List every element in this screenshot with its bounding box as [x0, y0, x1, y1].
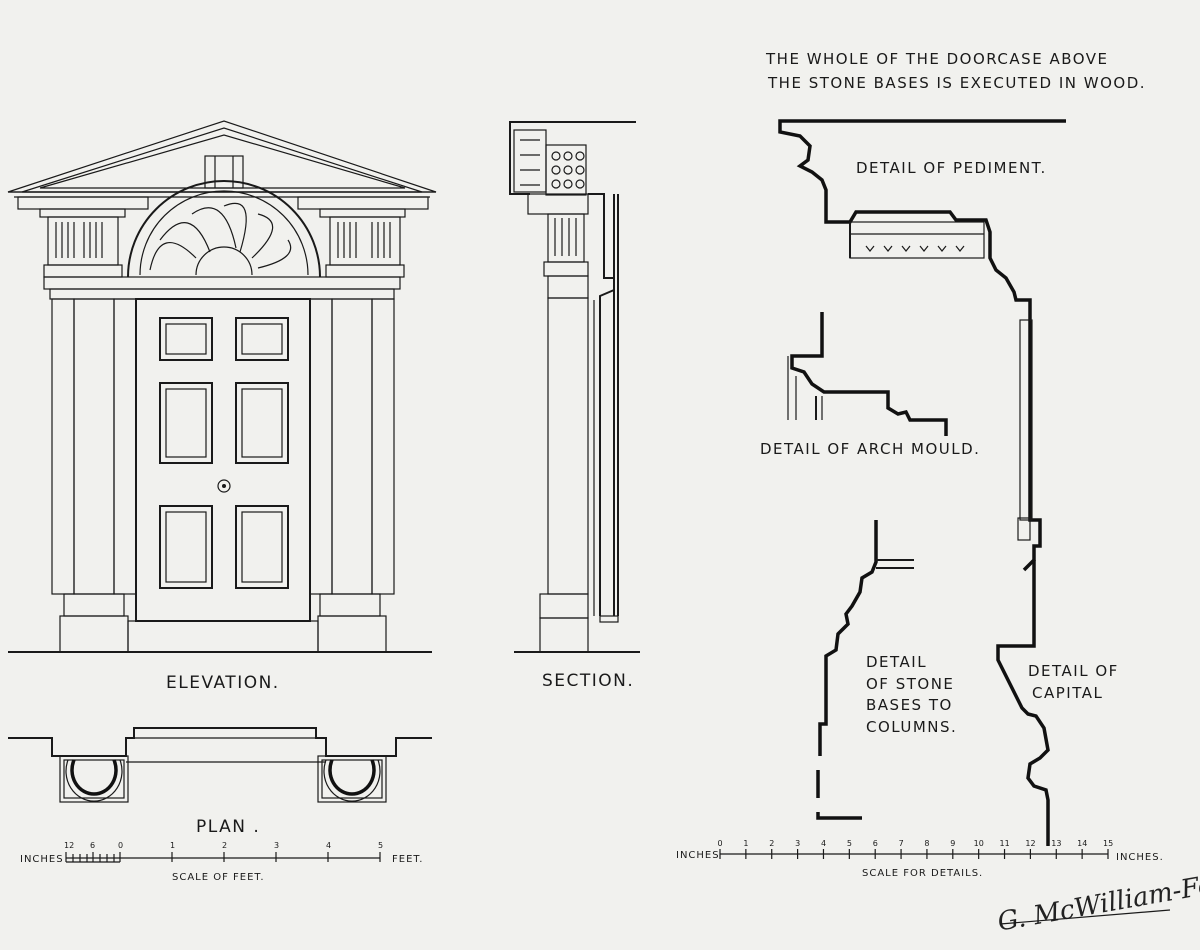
feet-scale-caption: SCALE OF FEET. — [172, 872, 265, 883]
details-scale-tick-label: 8 — [924, 839, 929, 848]
elevation-label: ELEVATION. — [166, 673, 280, 693]
feet-scale-ticks-label-1: 1 — [170, 841, 175, 850]
details-scale-tick-label: 3 — [795, 839, 800, 848]
stone-bases-label-3: BASES TO — [866, 696, 953, 714]
section-drawing — [509, 121, 640, 653]
arch-mould-detail — [787, 312, 948, 436]
details-scale-tick-label: 9 — [950, 839, 955, 848]
scale-of-feet: 12 6 0 1 2 3 4 5 INCHES FEET. SCALE OF F… — [20, 841, 424, 883]
details-scale-tick-label: 7 — [899, 839, 904, 848]
capital-label-2: CAPITAL — [1032, 684, 1103, 702]
details-scale-tick-label: 0 — [718, 839, 723, 848]
details-scale-tick-label: 1 — [743, 839, 748, 848]
elevation-drawing — [7, 120, 437, 653]
plan-label: PLAN . — [196, 817, 260, 837]
arch-mould-label: DETAIL OF ARCH MOULD. — [760, 440, 980, 458]
door-panels — [159, 317, 289, 589]
feet-scale-left-unit: INCHES — [20, 854, 64, 865]
feet-scale-right-unit: FEET. — [392, 854, 424, 865]
signature-text: G. McWilliam-Forret — [995, 861, 1200, 937]
feet-scale-ticks-label-12: 12 — [64, 841, 74, 850]
details-scale-caption: SCALE FOR DETAILS. — [862, 868, 983, 879]
stone-bases-label-4: COLUMNS. — [866, 718, 957, 736]
details-scale-tick-label: 2 — [769, 839, 774, 848]
note-line-2: THE STONE BASES IS EXECUTED IN WOOD. — [767, 74, 1146, 92]
capital-detail — [996, 314, 1050, 846]
capital-label-1: DETAIL OF — [1028, 662, 1119, 680]
details-scale-right-unit: INCHES. — [1116, 852, 1164, 863]
note-line-1: THE WHOLE OF THE DOORCASE ABOVE — [765, 50, 1109, 68]
stone-bases-detail — [816, 520, 914, 820]
details-scale-left-unit: INCHES — [676, 850, 720, 861]
details-scale-tick-label: 15 — [1103, 839, 1113, 848]
feet-scale-ticks-label-2: 2 — [222, 841, 227, 850]
details-scale-tick-label: 10 — [974, 839, 984, 848]
section-label: SECTION. — [542, 671, 634, 691]
feet-scale-ticks-label-6: 6 — [90, 841, 95, 850]
stone-bases-label-1: DETAIL — [866, 653, 927, 671]
details-scale-tick-label: 14 — [1077, 839, 1087, 848]
feet-scale-ticks-label-3: 3 — [274, 841, 279, 850]
details-scale-tick-label: 4 — [821, 839, 826, 848]
feet-scale-ticks-label-5: 5 — [378, 841, 383, 850]
plan-drawing — [8, 727, 432, 803]
stone-bases-label-2: OF STONE — [866, 675, 954, 693]
door-knob — [217, 479, 231, 493]
details-scale-tick-label: 11 — [1000, 839, 1010, 848]
details-scale-tick-label: 6 — [873, 839, 878, 848]
pediment-detail-label: DETAIL OF PEDIMENT. — [856, 159, 1047, 177]
feet-scale-ticks-label-0: 0 — [118, 841, 123, 850]
architect-signature: G. McWilliam-Forret — [995, 861, 1200, 937]
feet-scale-ticks-label-4: 4 — [326, 841, 331, 850]
details-scale-tick-label: 13 — [1051, 839, 1061, 848]
details-scale-tick-label: 12 — [1025, 839, 1035, 848]
details-scale-tick-label: 5 — [847, 839, 852, 848]
pediment-detail — [778, 119, 1066, 314]
